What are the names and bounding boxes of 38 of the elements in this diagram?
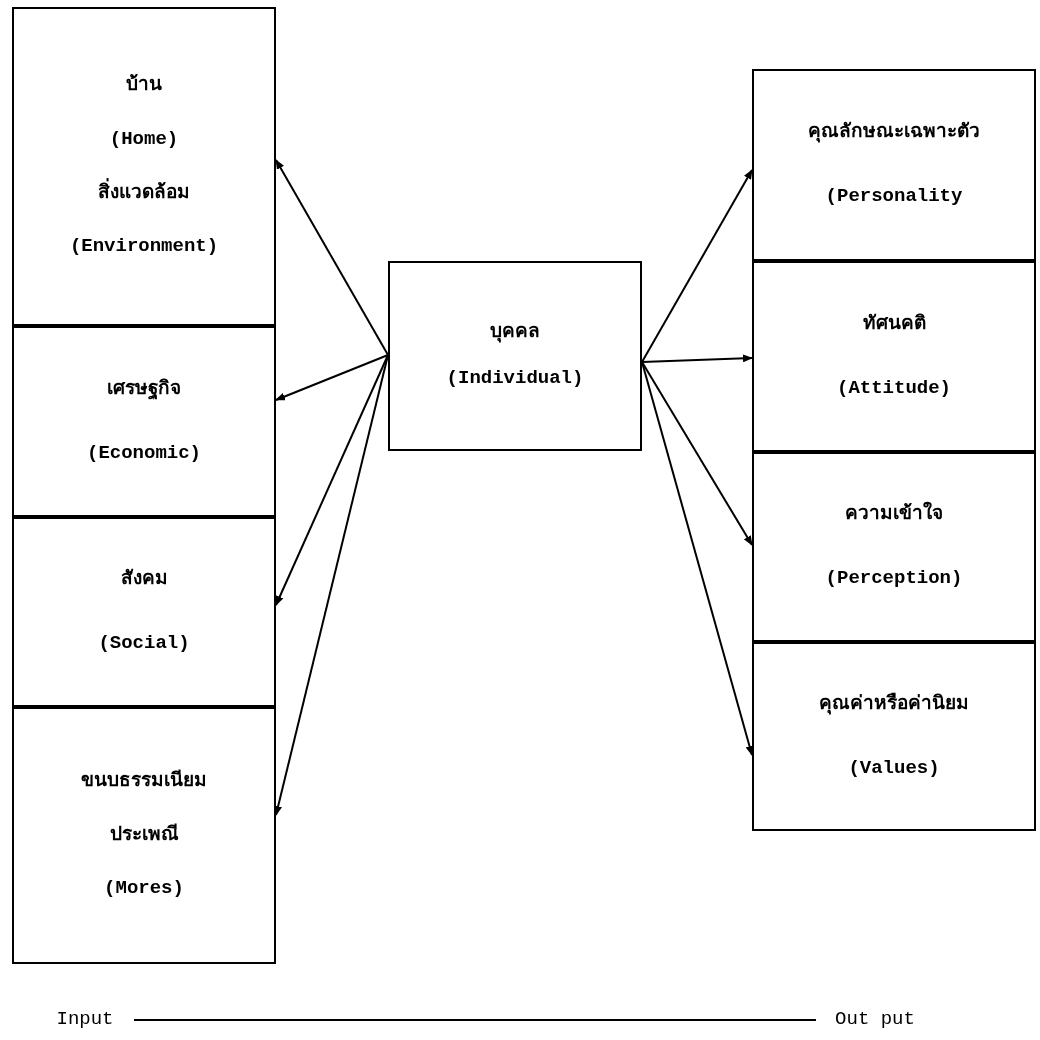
concept-box: [12, 7, 276, 326]
box-text: (Personality: [825, 185, 963, 209]
box-text: ประเพณี: [109, 823, 179, 848]
box-text: ทัศนคติ: [862, 312, 926, 337]
concept-box: [12, 707, 276, 964]
box-text: เศรษฐกิจ: [107, 377, 181, 402]
concept-box: [388, 261, 642, 451]
box-text: (Mores): [104, 877, 184, 902]
concept-box: [752, 642, 1036, 831]
concept-box: [752, 261, 1036, 452]
box-text: (Individual): [446, 367, 584, 391]
box-text: คุณค่าหรือค่านิยม: [819, 692, 969, 717]
arrow: [275, 354, 389, 401]
arrow: [641, 361, 753, 546]
connector-line: [133, 1019, 817, 1021]
axis-label: Out put: [820, 1006, 930, 1034]
axis-label: Input: [40, 1006, 130, 1034]
box-text: ขนบธรรมเนียม: [81, 769, 207, 794]
box-text: สังคม: [120, 568, 168, 592]
box-text: (Economic): [87, 441, 201, 466]
arrow: [641, 169, 753, 363]
box-text: (Attitude): [837, 376, 951, 401]
box-text: (Social): [98, 632, 190, 656]
concept-box: [752, 69, 1036, 261]
arrow: [275, 159, 389, 356]
box-text: (Environment): [69, 235, 219, 259]
concept-box: [12, 326, 276, 517]
concept-box: [752, 452, 1036, 642]
box-text: (Perception): [825, 567, 963, 591]
concept-box: [12, 517, 276, 707]
box-text: (Home): [109, 127, 179, 152]
box-text: บ้าน: [126, 74, 162, 98]
box-text: บุคคล: [490, 321, 540, 345]
box-text: (Values): [848, 756, 940, 781]
box-text: คุณลักษณะเฉพาะตัว: [808, 121, 980, 145]
box-text: ความเข้าใจ: [845, 503, 943, 527]
arrow: [641, 354, 753, 363]
arrow: [275, 354, 389, 606]
